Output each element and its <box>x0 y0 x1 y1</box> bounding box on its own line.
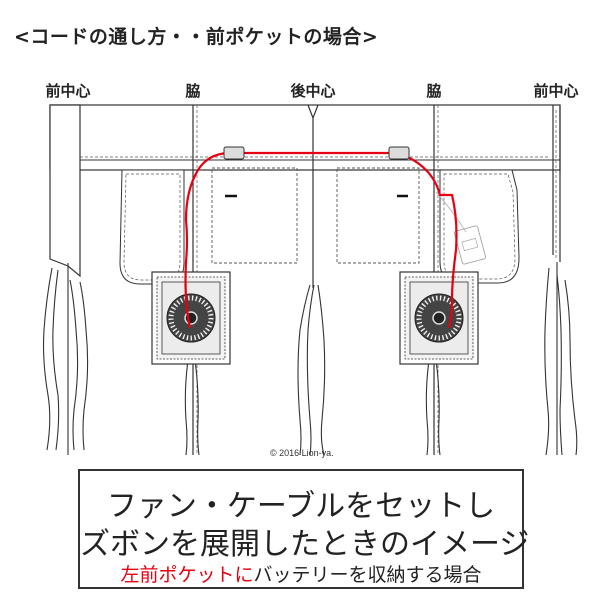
caption-box: ファン・ケーブルをセットし ズボンを展開したときのイメージ 左前ポケットにバッテ… <box>78 469 530 589</box>
cord-right <box>544 267 578 456</box>
front-flap-left <box>49 104 81 278</box>
label-front-center-right: 前中心 <box>533 82 579 100</box>
cord-side-left <box>184 359 200 456</box>
back-pocket-left <box>211 167 298 264</box>
label-back-center: 後中心 <box>290 82 336 100</box>
front-pocket-left <box>119 169 185 285</box>
front-pocket-right <box>439 169 520 284</box>
copyright-text: © 2016 Lion-ya. <box>270 448 334 458</box>
cord-center <box>297 284 326 456</box>
label-side-right: 脇 <box>426 82 442 100</box>
caption-particle: に <box>234 564 254 586</box>
diagram-title: <コードの通し方・・前ポケットの場合> <box>14 26 379 48</box>
fan-unit-left <box>152 272 230 364</box>
fan-unit-right <box>400 272 478 364</box>
cable-connector-right <box>388 146 410 160</box>
label-front-center-left: 前中心 <box>45 82 91 100</box>
cable-connector-left <box>223 146 245 160</box>
tag-string <box>435 191 467 233</box>
back-pocket-right <box>336 167 420 264</box>
caption-highlight: 左前ポケット <box>120 564 235 586</box>
cord-side-right <box>425 359 441 456</box>
caption-rest: バッテリーを収納する場合 <box>253 564 482 586</box>
label-side-left: 脇 <box>185 82 201 100</box>
caption-line-2: ズボンを展開したときのイメージ <box>80 527 530 562</box>
cord-left <box>42 267 89 451</box>
battery-tag <box>454 225 486 265</box>
caption-line-1: ファン・ケーブルをセットし <box>106 489 496 524</box>
caption-line-3: 左前ポケットにバッテリーを収納する場合 <box>80 560 522 587</box>
